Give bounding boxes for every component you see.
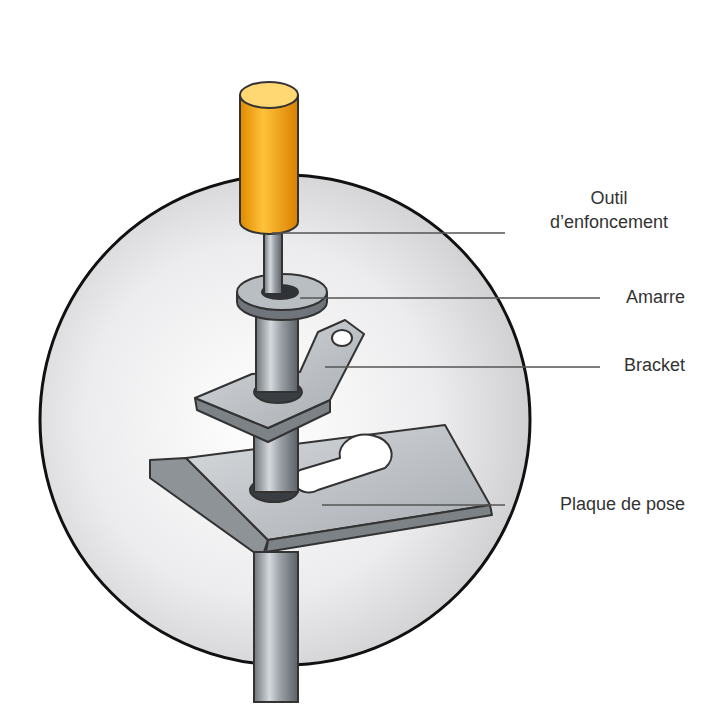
part-label: Amarre	[626, 285, 685, 309]
leader-line	[272, 233, 600, 505]
anchor-pipe	[254, 552, 298, 702]
part-label: Bracket	[624, 353, 685, 377]
tool-handle	[240, 82, 298, 234]
base-plate	[150, 425, 492, 558]
part-label: Outil d’enfoncement	[533, 186, 685, 235]
tool-shaft	[264, 228, 282, 294]
part-label: Plaque de pose	[560, 492, 685, 516]
